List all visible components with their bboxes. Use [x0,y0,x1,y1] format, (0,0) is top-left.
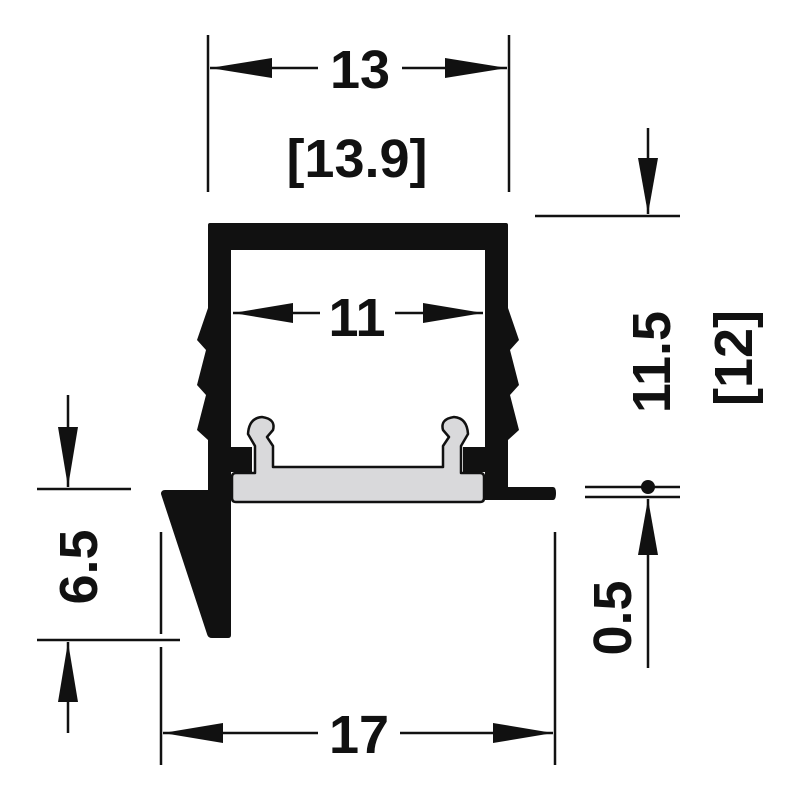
dim-height: 11.5 [622,311,682,413]
dim-outer-width: 13 [330,40,390,100]
dim-flange-thickness: 0.5 [583,580,643,655]
dim-outer-width-alt: [13.9] [286,129,427,189]
dim-overall-width: 17 [329,705,389,765]
dim-height-alt: [12] [704,310,764,406]
dot-marker-icon [641,480,655,494]
arrowhead-icon [445,58,507,78]
dim-inner-width: 11 [328,288,385,348]
arrowhead-icon [423,303,483,323]
arrowhead-icon [233,303,293,323]
diffuser [230,415,486,504]
arrowhead-icon [638,499,658,555]
arrowhead-icon [638,158,658,214]
arrowhead-icon [210,58,272,78]
dim-flange-height: 6.5 [49,529,109,604]
aluminium-profile [161,223,556,638]
arrowhead-icon [493,723,553,743]
arrowhead-icon [163,723,223,743]
arrowhead-icon [58,642,78,702]
arrowhead-icon [58,427,78,487]
